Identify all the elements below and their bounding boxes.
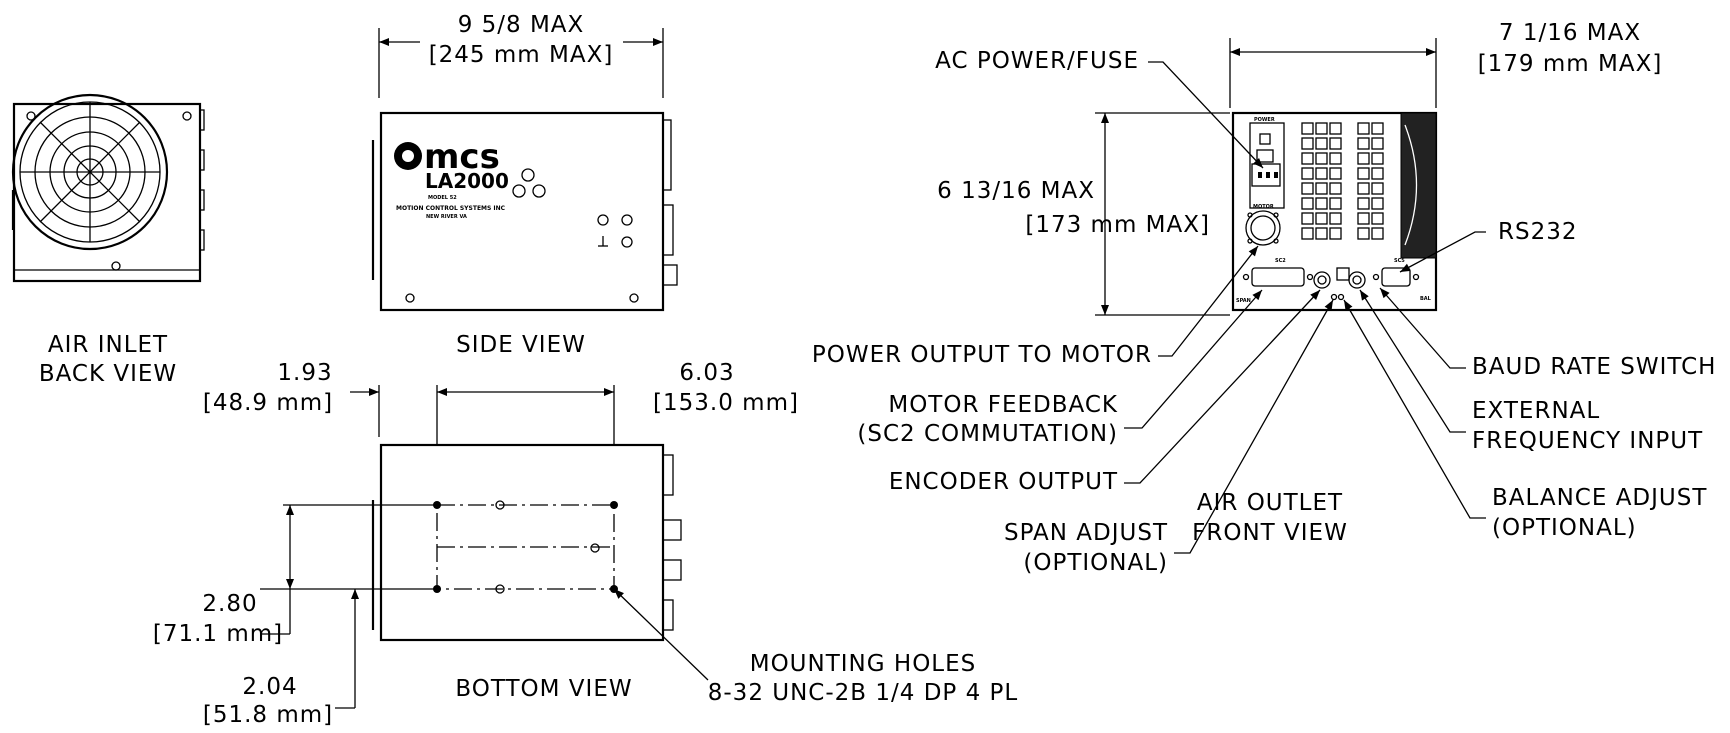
bottom-dim-width: 6.03 (679, 360, 734, 386)
bottom-dim-height: 2.80 (202, 591, 257, 617)
ac-power-inlet (1251, 163, 1281, 187)
bal-label: BAL (1420, 296, 1432, 302)
bottom-dim-bottom-mm: [51.8 mm] (203, 702, 333, 728)
sc2-label: SC2 (1275, 258, 1286, 264)
side-width-dim: 9 5/8 MAX (458, 12, 585, 38)
vent-grid-right (1357, 122, 1384, 240)
bottom-dim-left-mm: [48.9 mm] (203, 390, 333, 416)
motor-connector (1245, 210, 1281, 246)
encoder-output-connector (1313, 271, 1331, 289)
mcs-logo: mcs (394, 137, 500, 177)
front-height-dim: 6 13/16 MAX (937, 178, 1095, 204)
bottom-dim-left: 1.93 (277, 360, 332, 386)
front-height-dim-mm: [173 mm MAX] (1025, 212, 1210, 238)
balance-adjust-pot (1337, 293, 1345, 301)
front-width-dim-mm: [179 mm MAX] (1478, 51, 1663, 77)
side-width-dim-mm: [245 mm MAX] (429, 42, 614, 68)
callout-span-adjust-sub: (OPTIONAL) (1023, 550, 1168, 576)
front-width-dim: 7 1/16 MAX (1499, 20, 1641, 46)
rs232-connector (1381, 267, 1411, 287)
callout-external-frequency: EXTERNAL (1472, 398, 1600, 424)
callout-motor-feedback: MOTOR FEEDBACK (888, 392, 1118, 418)
callout-balance-adjust: BALANCE ADJUST (1492, 485, 1707, 511)
back-view-title-line2: BACK VIEW (39, 361, 177, 387)
motor-label: MOTOR (1253, 204, 1274, 210)
company-location: NEW RIVER VA (426, 214, 467, 220)
bottom-dim-width-mm: [153.0 mm] (653, 390, 799, 416)
side-view: 9 5/8 MAX [245 mm MAX] mcs LA2000 MODEL … (371, 12, 678, 358)
model-number: MODEL 52 (428, 195, 457, 201)
front-view: 7 1/16 MAX [179 mm MAX] 6 13/16 MAX [173… (812, 20, 1716, 576)
vent-grid-left (1301, 122, 1342, 240)
callout-balance-adjust-sub: (OPTIONAL) (1492, 515, 1637, 541)
company-name: MOTION CONTROL SYSTEMS INC (396, 205, 506, 212)
external-frequency-connector (1348, 271, 1366, 289)
side-view-title: SIDE VIEW (456, 332, 586, 358)
mounting-hole (610, 501, 618, 509)
sc5-label: SC5 (1394, 258, 1405, 264)
bottom-view-title: BOTTOM VIEW (455, 676, 632, 702)
bottom-view: 1.93 [48.9 mm] 6.03 [153.0 mm] 2.80 [71.… (153, 360, 1018, 728)
span-adjust-pot (1330, 293, 1338, 301)
back-view-title-line1: AIR INLET (48, 332, 168, 358)
mounting-holes-spec: 8-32 UNC-2B 1/4 DP 4 PL (708, 680, 1018, 706)
sc2-connector (1251, 267, 1305, 287)
callout-encoder-output: ENCODER OUTPUT (889, 469, 1118, 495)
callout-external-frequency-sub: FREQUENCY INPUT (1472, 428, 1703, 454)
model-name: LA2000 (425, 169, 509, 193)
front-view-title-line1: AIR OUTLET (1197, 490, 1343, 516)
callout-ac-power: AC POWER/FUSE (935, 48, 1139, 74)
power-label: POWER (1254, 117, 1275, 123)
front-view-title-line2: FRONT VIEW (1192, 520, 1348, 546)
svg-text:mcs: mcs (424, 137, 500, 177)
callout-power-output: POWER OUTPUT TO MOTOR (812, 342, 1152, 368)
callout-motor-feedback-sub: (SC2 COMMUTATION) (857, 421, 1118, 447)
back-view: AIR INLET BACK VIEW (11, 93, 205, 387)
callout-span-adjust: SPAN ADJUST (1004, 520, 1168, 546)
mounting-holes-label: MOUNTING HOLES (750, 651, 977, 677)
span-label: SPAN (1236, 298, 1251, 304)
callout-baud-rate: BAUD RATE SWITCH (1472, 354, 1716, 380)
callout-rs232: RS232 (1498, 219, 1577, 245)
bottom-dim-bottom: 2.04 (242, 674, 297, 700)
fan-grille-icon (11, 93, 169, 251)
